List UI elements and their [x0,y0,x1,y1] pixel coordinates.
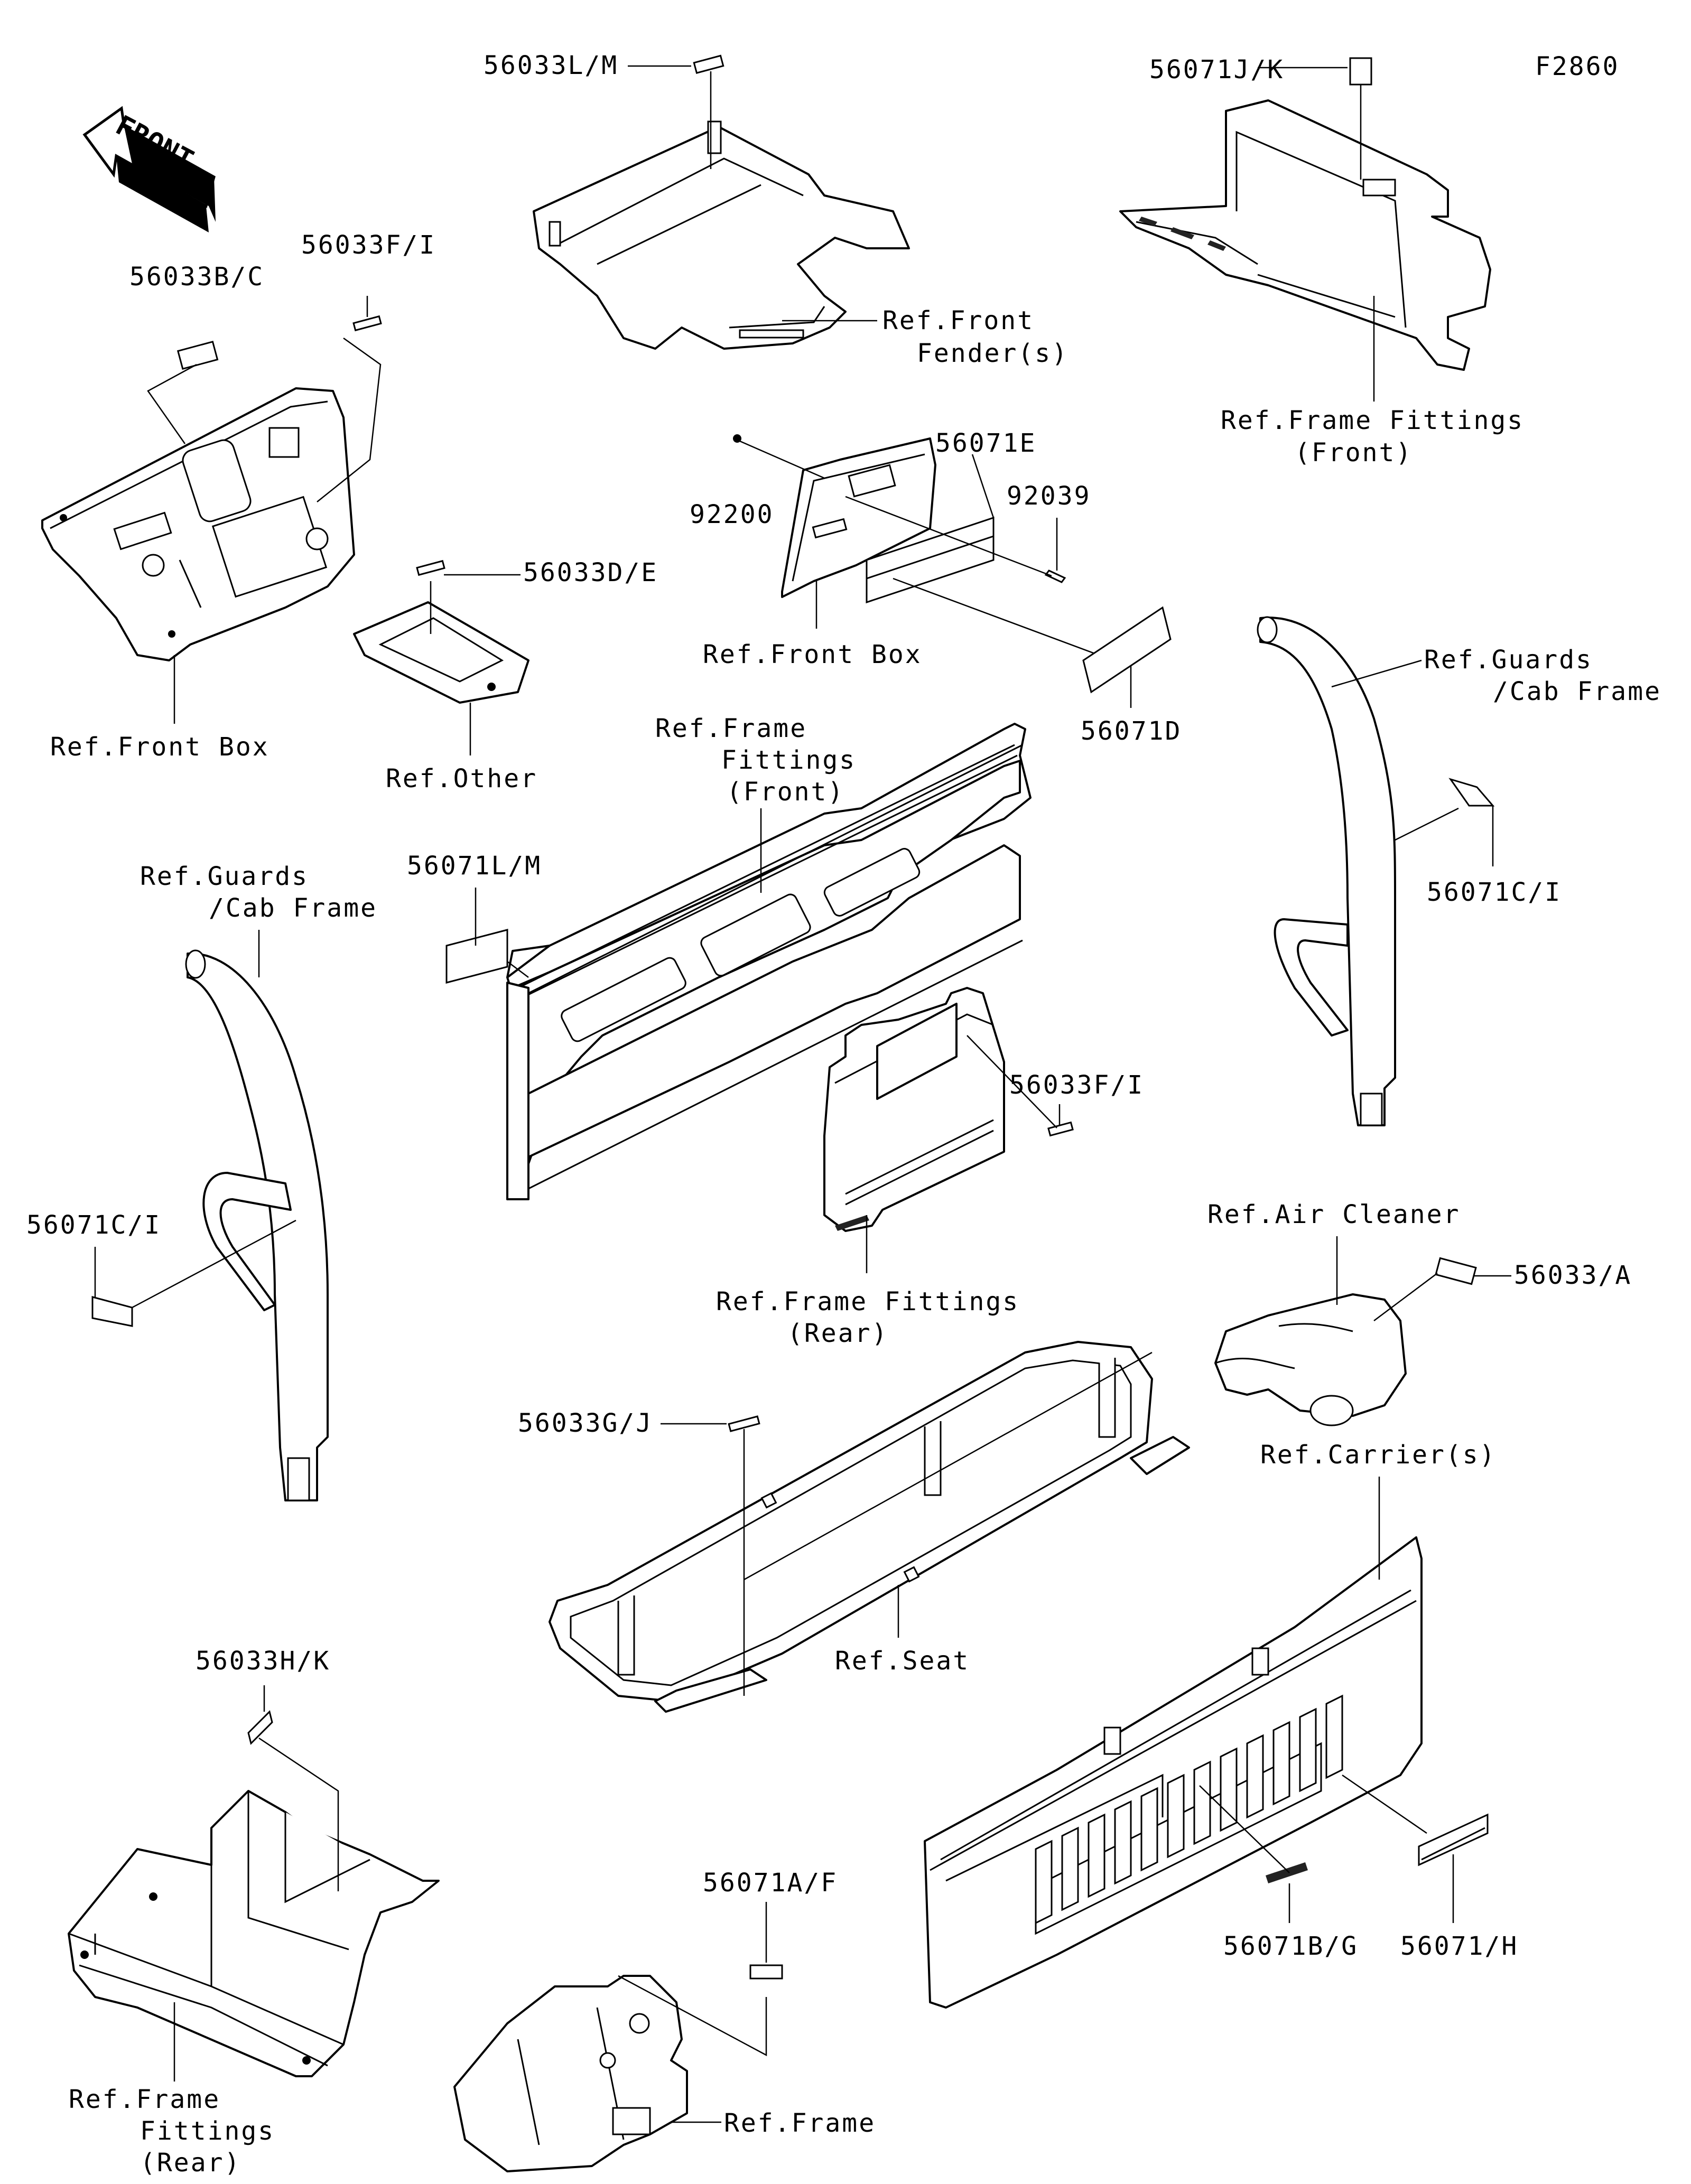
decal-56071ci-right [1448,778,1495,807]
frame-fittings-rear-center-part [823,987,1005,1232]
decal-56033hk [247,1710,273,1745]
decal-56071bg [1266,1862,1308,1883]
guard-cab-frame-left-part [185,949,329,1501]
label-ref-frame-fittings-rear-bottom: Ref.Frame [69,2085,220,2114]
decal-56033fi-mid [1047,1121,1074,1137]
label-ref-frame-fittings-front-top-2: (Front) [1295,438,1413,468]
label-ref-frame-fittings-front-top: Ref.Frame Fittings [1221,406,1524,435]
front-arrow-icon: FRONT [82,106,216,232]
decal-56071jk [1349,57,1372,86]
label-ref-guards-left-2: /Cab Frame [209,893,377,923]
label-92200: 92200 [690,500,774,529]
label-ref-frame-fittings-rear-center-2: (Rear) [787,1319,888,1348]
frame-fittings-front-part [1119,99,1491,371]
label-56071ci-left: 56071C/I [26,1210,161,1240]
frame-fittings-front-center-part [506,723,1032,1200]
air-cleaner-part [1214,1293,1407,1426]
label-ref-frame-fittings-front-center-2: Fittings [721,745,856,775]
decal-56033lm [693,54,724,74]
decal-56071lm [445,929,508,984]
decal-56033de [416,559,445,576]
label-56033a: 56033/A [1514,1261,1632,1290]
decal-56033bc [176,340,219,370]
label-ref-frame-fittings-front-center-3: (Front) [727,777,844,807]
label-ref-seat: Ref.Seat [835,1646,970,1676]
decal-56033a [1435,1257,1477,1285]
decal-56071h [1418,1813,1489,1866]
front-box-door-part [781,437,936,598]
label-ref-guards-left: Ref.Guards [140,862,309,891]
carrier-part [924,1536,1423,2009]
label-56071lm: 56071L/M [407,851,542,881]
label-ref-guards-right-2: /Cab Frame [1493,677,1661,706]
label-ref-front-fender: Ref.Front [882,306,1034,335]
label-56033gj: 56033G/J [518,1408,653,1438]
label-ref-frame-fittings-rear-bottom-3: (Rear) [140,2148,241,2178]
label-ref-front-box-center: Ref.Front Box [703,640,922,669]
frame-bottom-part [453,1975,688,2172]
label-ref-front-fender-2: Fender(s) [917,339,1069,368]
label-56071jk: 56071J/K [1149,55,1284,85]
label-56033de: 56033D/E [523,558,658,587]
label-ref-frame-fittings-rear-center: Ref.Frame Fittings [716,1287,1019,1317]
label-ref-frame-bottom: Ref.Frame [724,2108,876,2138]
label-56033fi-mid: 56033F/I [1009,1070,1144,1100]
label-ref-front-box-left: Ref.Front Box [50,732,270,762]
clip-92039 [1044,570,1066,583]
label-56033hk: 56033H/K [196,1646,330,1676]
label-ref-other: Ref.Other [386,764,537,794]
label-56071ci-right: 56071C/I [1427,878,1562,907]
label-56033lm: 56033L/M [484,51,618,80]
decal-56033gj [728,1415,760,1432]
decal-56071ci-left [91,1296,133,1327]
label-56071d: 56071D [1081,716,1182,746]
decal-56071af [749,1964,783,1980]
front-fender-part [533,120,910,350]
label-ref-frame-fittings-rear-bottom-2: Fittings [140,2116,275,2146]
label-56033bc: 56033B/C [129,262,264,292]
seat-frame-part [549,1341,1190,1713]
label-ref-frame-fittings-front-center: Ref.Frame [655,714,807,743]
label-56033fi-top: 56033F/I [301,230,436,260]
label-ref-guards-right: Ref.Guards [1424,645,1593,675]
label-56071e: 56071E [935,428,1036,458]
decal-56033fi-top [352,315,382,332]
screw-92200 [733,434,741,443]
label-56071h: 56071/H [1400,1931,1518,1961]
label-ref-air-cleaner: Ref.Air Cleaner [1207,1200,1460,1229]
frame-fittings-rear-bottom-part [68,1790,440,2077]
decal-56071d [1082,606,1172,694]
label-56071bg: 56071B/G [1223,1931,1358,1961]
figure-code: F2860 [1535,52,1620,81]
label-56071af: 56071A/F [703,1868,838,1898]
label-92039: 92039 [1007,481,1091,511]
front-box-dash-part [41,387,355,661]
guard-cab-frame-right-part [1257,616,1396,1126]
label-ref-carrier: Ref.Carrier(s) [1260,1440,1497,1470]
other-cover-part [353,601,529,704]
